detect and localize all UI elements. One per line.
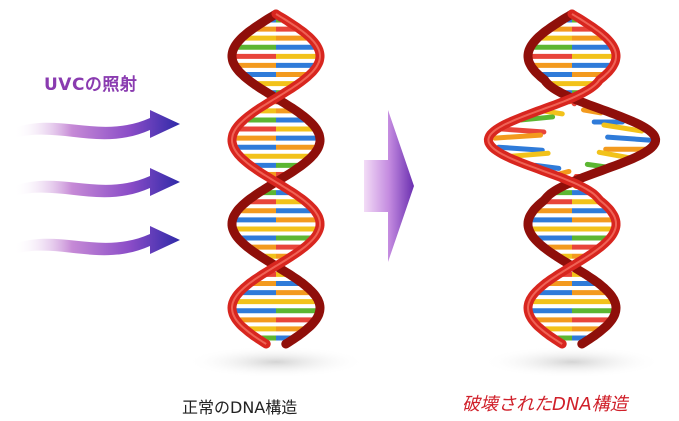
broken-dna-helix xyxy=(483,9,661,349)
uv-ray-arrow-1 xyxy=(14,110,180,140)
uv-ray-arrows xyxy=(14,110,180,256)
normal-dna-label: 正常のDNA構造 xyxy=(182,398,298,417)
broken-dna-label: 破壊されたDNA構造 xyxy=(462,394,628,415)
broken-base-fragment xyxy=(492,132,652,143)
broken-helix-shadow xyxy=(482,346,662,378)
normal-helix-shadow xyxy=(186,346,366,378)
uvc-irradiation-label: UVCの照射 xyxy=(44,75,138,95)
transition-arrow xyxy=(364,110,414,262)
broken-base-fragment xyxy=(496,144,648,153)
helix-strand-back xyxy=(227,9,325,349)
broken-base-fragment xyxy=(499,122,645,135)
helix-strand-highlight xyxy=(487,13,617,345)
uv-ray-arrow-2 xyxy=(14,168,180,198)
broken-base-fragment xyxy=(509,149,635,161)
helix-strand-back xyxy=(523,9,661,349)
normal-dna-helix xyxy=(227,9,325,349)
broken-base-fragment xyxy=(519,114,625,125)
uv-ray-arrow-3 xyxy=(14,226,180,256)
helix-strand-highlight xyxy=(230,13,321,345)
